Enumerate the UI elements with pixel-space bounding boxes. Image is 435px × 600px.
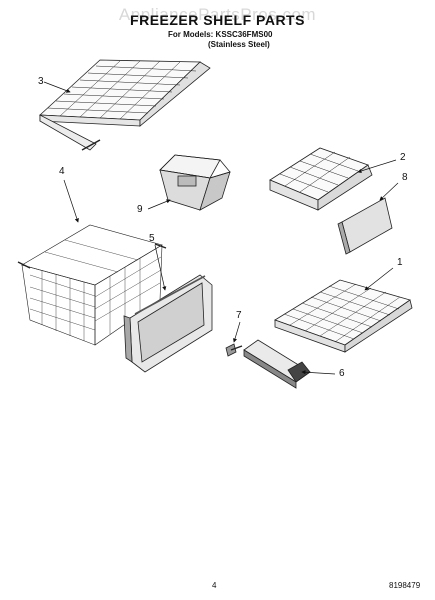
document-number: 8198479 xyxy=(389,581,421,590)
page-number: 4 xyxy=(212,581,217,590)
callout-1: 1 xyxy=(397,257,403,268)
leader-9 xyxy=(147,199,171,210)
callout-3: 3 xyxy=(38,76,44,87)
part-8-cover[interactable] xyxy=(337,197,393,255)
leader-7 xyxy=(232,321,241,343)
callout-8: 8 xyxy=(402,172,408,183)
leader-3 xyxy=(43,81,71,93)
callout-7: 7 xyxy=(236,310,242,321)
callout-2: 2 xyxy=(400,152,406,163)
page-title: FREEZER SHELF PARTS xyxy=(130,12,305,28)
leader-8 xyxy=(379,182,399,201)
watermark: AppliancePartsPros.com xyxy=(118,5,317,24)
part-1-large-shelf[interactable] xyxy=(274,279,413,353)
leader-2 xyxy=(357,159,397,173)
part-9-bin[interactable] xyxy=(159,154,231,211)
callout-9: 9 xyxy=(137,204,143,215)
part-2-small-shelf[interactable] xyxy=(269,147,373,211)
leader-4 xyxy=(63,179,79,223)
model-finish: (Stainless Steel) xyxy=(208,40,270,49)
callout-4: 4 xyxy=(59,166,65,177)
leader-6 xyxy=(301,370,336,375)
leader-1 xyxy=(364,267,394,291)
callout-5: 5 xyxy=(149,233,155,244)
model-info: For Models: KSSC36FMS00 (Stainless Steel… xyxy=(168,30,272,50)
part-5-drawer-front[interactable] xyxy=(123,274,213,373)
part-6-rail[interactable] xyxy=(243,339,311,389)
callout-6: 6 xyxy=(339,368,345,379)
part-3-wire-shelf[interactable] xyxy=(39,59,211,151)
leader-5 xyxy=(154,244,167,291)
part-7-screw[interactable] xyxy=(225,343,243,357)
model-number: For Models: KSSC36FMS00 xyxy=(168,30,273,39)
